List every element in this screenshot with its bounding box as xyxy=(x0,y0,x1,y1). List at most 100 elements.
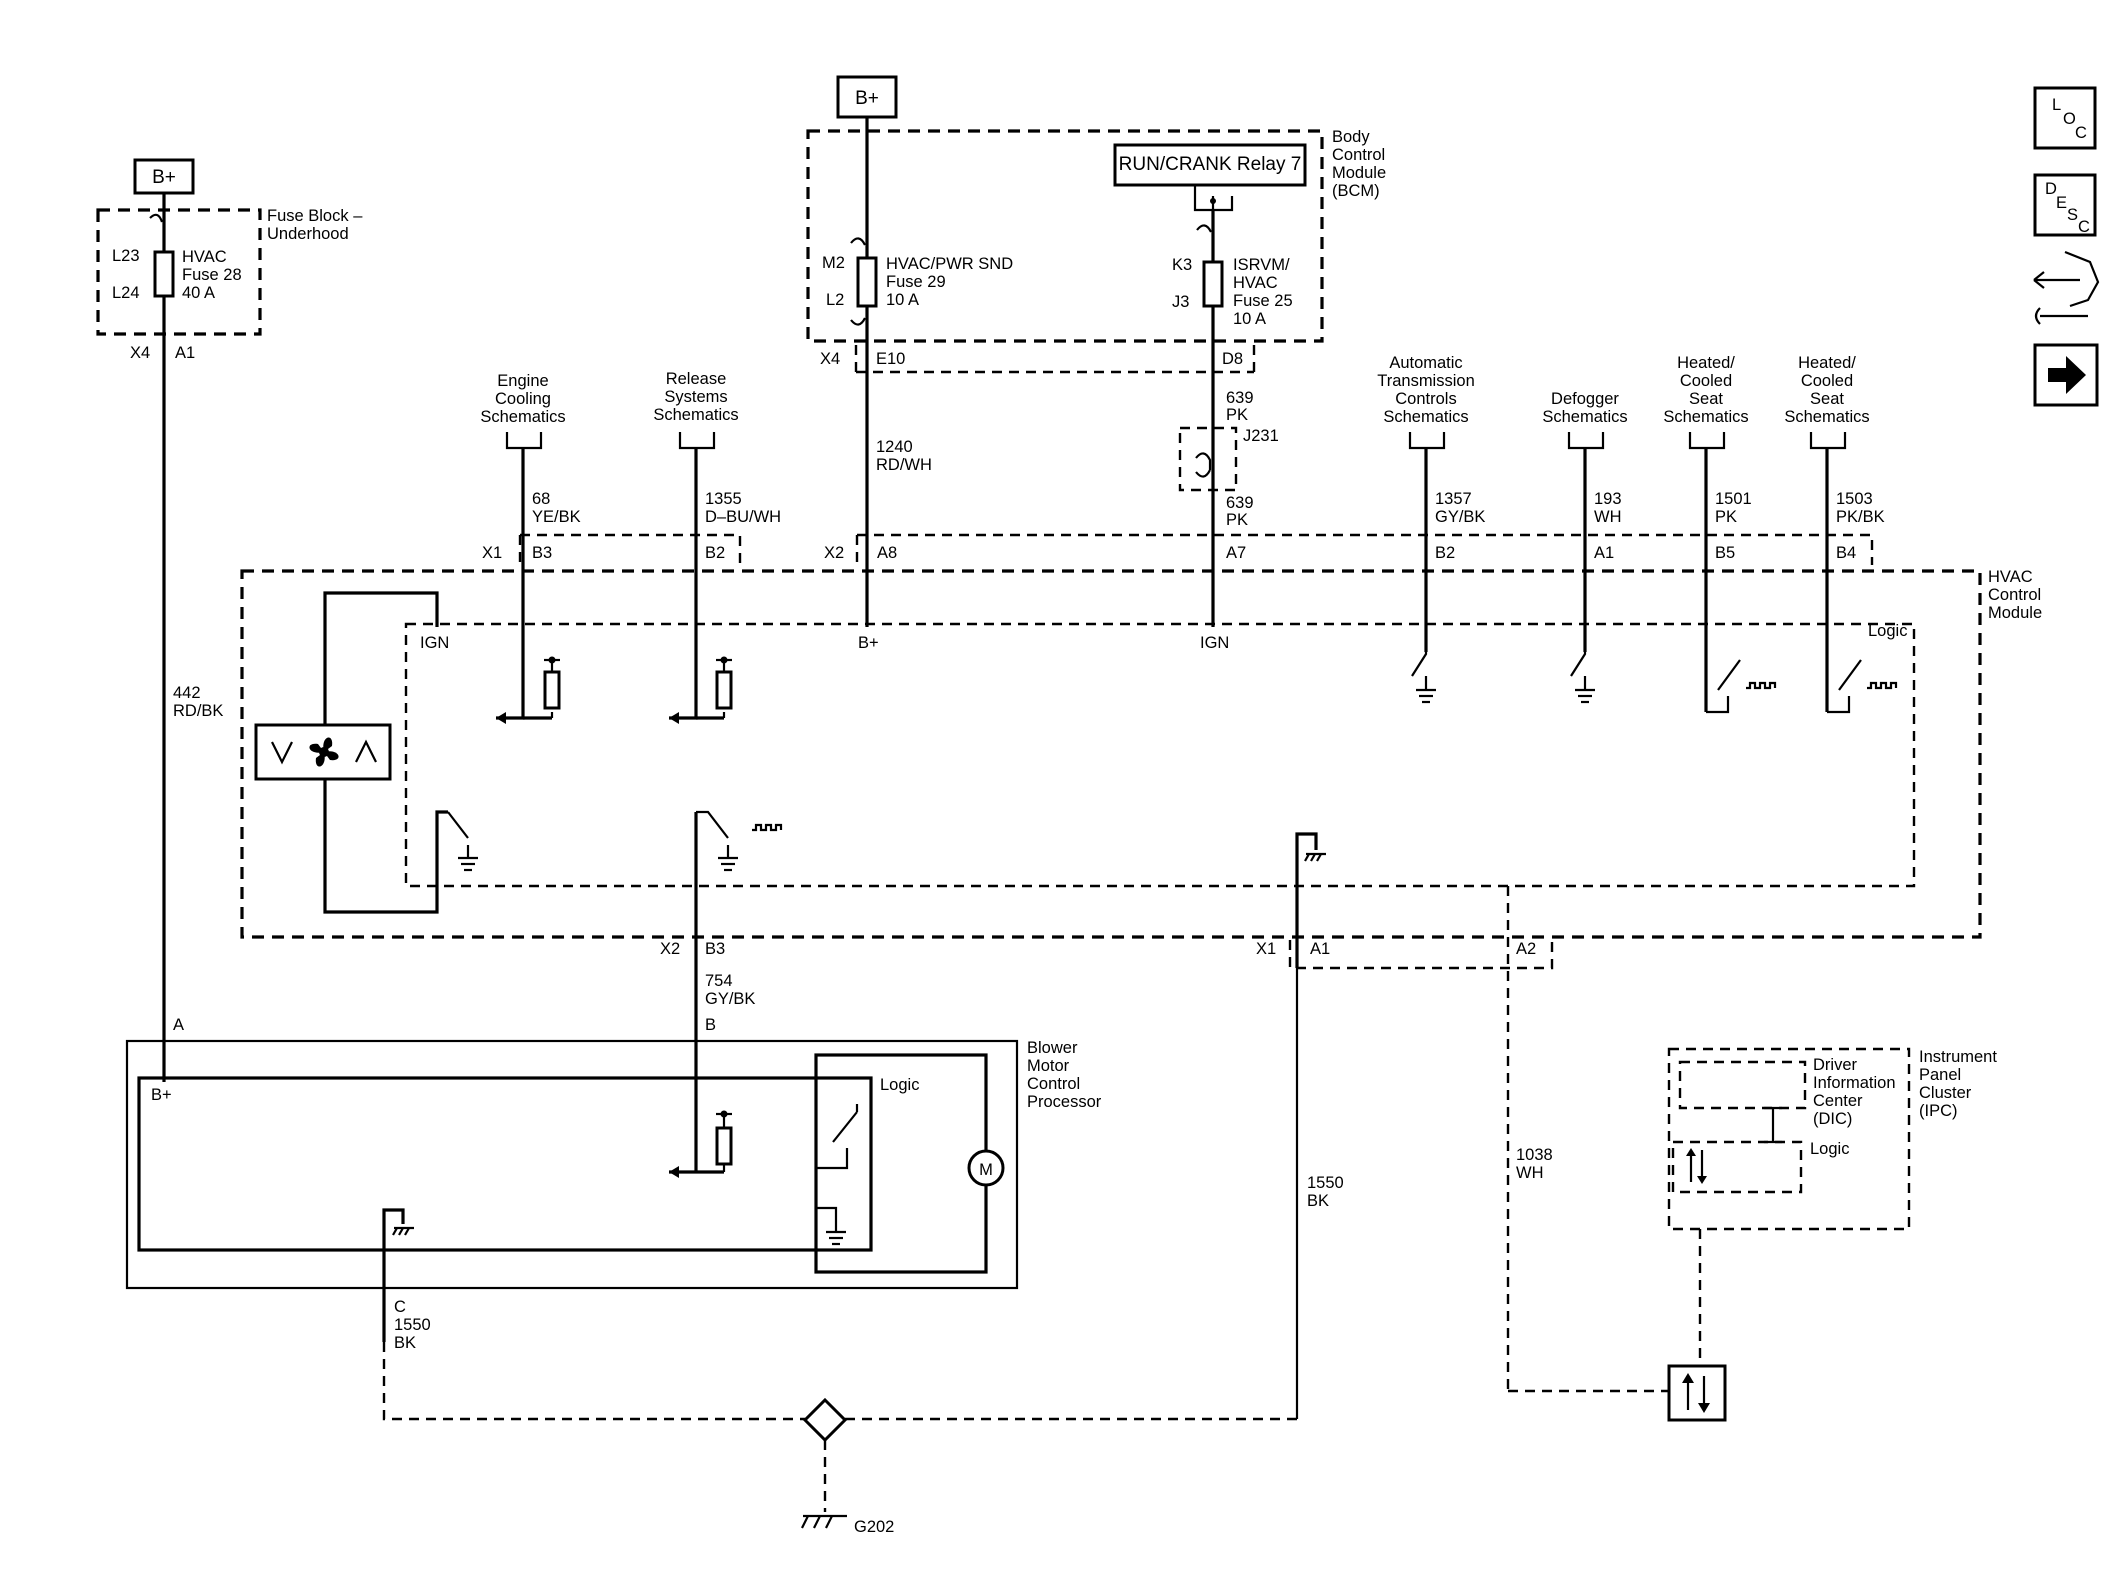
schematic-reference-heated-cooled-seat-2[interactable]: Heated/ Cooled Seat Schematics xyxy=(1784,354,1870,450)
motor-icon xyxy=(967,1149,1005,1187)
svg-text:M: M xyxy=(979,1161,993,1179)
schematic-reference-heated-cooled-seat-1[interactable]: Heated/ Cooled Seat Schematics xyxy=(1663,354,1749,450)
svg-text:Fuse 28: Fuse 28 xyxy=(182,266,242,284)
svg-text:Motor: Motor xyxy=(1027,1057,1070,1075)
svg-text:1357: 1357 xyxy=(1435,490,1472,508)
svg-text:M2: M2 xyxy=(822,254,845,272)
svg-text:A7: A7 xyxy=(1226,544,1246,562)
svg-text:B2: B2 xyxy=(1435,544,1455,562)
svg-text:B3: B3 xyxy=(532,544,552,562)
svg-text:C: C xyxy=(2075,124,2087,142)
svg-text:Control: Control xyxy=(1988,586,2041,604)
svg-text:D–BU/WH: D–BU/WH xyxy=(705,508,781,526)
svg-text:B5: B5 xyxy=(1715,544,1735,562)
svg-text:X4: X4 xyxy=(130,344,150,362)
svg-text:PK/BK: PK/BK xyxy=(1836,508,1885,526)
svg-text:B3: B3 xyxy=(705,940,725,958)
svg-text:Processor: Processor xyxy=(1027,1093,1102,1111)
svg-text:Cooled: Cooled xyxy=(1680,372,1732,390)
svg-text:Module: Module xyxy=(1332,164,1386,182)
data-arrows-icon xyxy=(1686,1148,1707,1184)
svg-text:Controls: Controls xyxy=(1395,390,1456,408)
bplus-label-bcm: B+ xyxy=(855,88,879,109)
chevron-down-icon xyxy=(271,741,293,765)
svg-text:754: 754 xyxy=(705,972,733,990)
svg-text:Module: Module xyxy=(1988,604,2042,622)
svg-text:GY/BK: GY/BK xyxy=(705,990,755,1008)
blower-motor-control-processor: A B Blower Motor Control Processor B+ Lo… xyxy=(125,1016,1102,1316)
fuse28-label: HVAC xyxy=(182,248,227,266)
svg-text:HVAC: HVAC xyxy=(1988,568,2033,586)
fan-icon xyxy=(309,737,339,767)
svg-text:Heated/: Heated/ xyxy=(1798,354,1856,372)
svg-text:(IPC): (IPC) xyxy=(1919,1102,1958,1120)
svg-text:Logic: Logic xyxy=(1810,1140,1849,1158)
svg-text:Cluster: Cluster xyxy=(1919,1084,1972,1102)
schematic-reference-release-systems[interactable]: Release Systems Schematics xyxy=(653,370,739,450)
schematic-reference-automatic-transmission[interactable]: Automatic Transmission Controls Schemati… xyxy=(1377,354,1475,450)
svg-text:B+: B+ xyxy=(151,1086,172,1104)
bplus-label: B+ xyxy=(152,167,176,188)
svg-text:PK: PK xyxy=(1226,511,1248,529)
svg-text:C: C xyxy=(2078,218,2090,236)
svg-text:O: O xyxy=(2063,110,2076,128)
svg-text:L24: L24 xyxy=(112,284,140,302)
svg-text:1550: 1550 xyxy=(394,1316,431,1334)
svg-text:Seat: Seat xyxy=(1810,390,1844,408)
svg-text:10 A: 10 A xyxy=(1233,310,1266,328)
fuse29-label: HVAC/PWR SND xyxy=(886,255,1013,273)
schematic-reference-engine-cooling[interactable]: Engine Cooling Schematics xyxy=(480,372,566,450)
svg-text:1355: 1355 xyxy=(705,490,742,508)
location-button[interactable]: L O C xyxy=(2033,86,2097,150)
svg-text:PK: PK xyxy=(1226,406,1248,424)
svg-text:G202: G202 xyxy=(854,1518,894,1536)
svg-text:40 A: 40 A xyxy=(182,284,215,302)
fuse-block-underhood: B+ Fuse Block – Underhood L23 L24 HVAC F… xyxy=(96,158,363,362)
connector-tools-icon[interactable] xyxy=(2033,250,2100,325)
svg-text:L: L xyxy=(2052,96,2061,114)
svg-text:Transmission: Transmission xyxy=(1377,372,1475,390)
description-button[interactable]: D E S C xyxy=(2033,173,2097,237)
svg-text:Schematics: Schematics xyxy=(480,408,565,426)
svg-text:K3: K3 xyxy=(1172,256,1192,274)
svg-text:Schematics: Schematics xyxy=(1383,408,1468,426)
svg-text:Schematics: Schematics xyxy=(1784,408,1869,426)
svg-text:68: 68 xyxy=(532,490,550,508)
svg-text:Schematics: Schematics xyxy=(1542,408,1627,426)
svg-text:Schematics: Schematics xyxy=(1663,408,1748,426)
svg-text:B: B xyxy=(705,1016,716,1034)
svg-text:E: E xyxy=(2056,194,2067,212)
instrument-panel-cluster: Instrument Panel Cluster (IPC) Driver In… xyxy=(1667,1047,1997,1231)
svg-text:(DIC): (DIC) xyxy=(1813,1110,1852,1128)
svg-text:Systems: Systems xyxy=(664,388,727,406)
svg-text:Body: Body xyxy=(1332,128,1370,146)
svg-text:B+: B+ xyxy=(858,634,879,652)
svg-text:BK: BK xyxy=(394,1334,416,1352)
svg-text:X4: X4 xyxy=(820,350,840,368)
arrow-right-icon xyxy=(2048,356,2086,394)
schematic-reference-defogger[interactable]: Defogger Schematics xyxy=(1542,390,1628,450)
svg-text:IGN: IGN xyxy=(1200,634,1229,652)
svg-text:Driver: Driver xyxy=(1813,1056,1858,1074)
svg-text:Underhood: Underhood xyxy=(267,225,349,243)
svg-text:Seat: Seat xyxy=(1689,390,1723,408)
chevron-up-icon xyxy=(355,739,377,763)
run-crank-relay-label: RUN/CRANK Relay 7 xyxy=(1119,154,1302,175)
svg-text:639: 639 xyxy=(1226,494,1254,512)
svg-text:Fuse Block –: Fuse Block – xyxy=(267,207,363,225)
next-arrow-button[interactable] xyxy=(2033,343,2099,407)
svg-text:Panel: Panel xyxy=(1919,1066,1961,1084)
svg-text:1501: 1501 xyxy=(1715,490,1752,508)
svg-text:BK: BK xyxy=(1307,1192,1329,1210)
svg-text:RD/BK: RD/BK xyxy=(173,702,223,720)
svg-text:Center: Center xyxy=(1813,1092,1863,1110)
svg-text:RD/WH: RD/WH xyxy=(876,456,932,474)
svg-text:J3: J3 xyxy=(1172,293,1189,311)
svg-text:A1: A1 xyxy=(1594,544,1614,562)
svg-text:Defogger: Defogger xyxy=(1551,390,1619,408)
svg-text:Fuse 25: Fuse 25 xyxy=(1233,292,1293,310)
svg-text:D: D xyxy=(2045,180,2057,198)
svg-text:J231: J231 xyxy=(1243,427,1279,445)
svg-text:L2: L2 xyxy=(826,291,844,309)
